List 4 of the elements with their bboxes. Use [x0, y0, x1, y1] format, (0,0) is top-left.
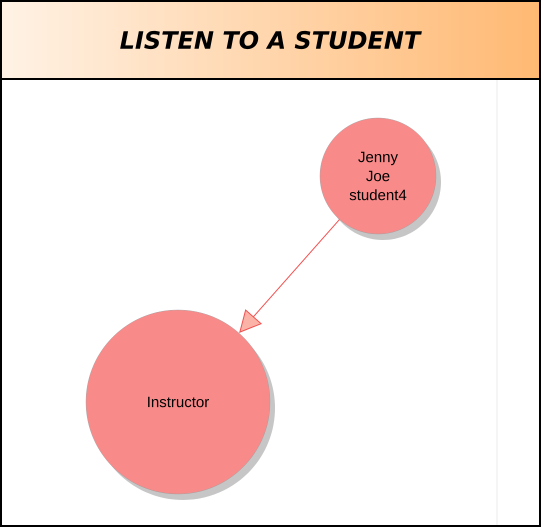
circle-node: Instructor	[86, 310, 275, 500]
circle-node: Jenny Joe student4	[320, 118, 441, 240]
title-bar: LISTEN TO A STUDENT	[0, 0, 541, 80]
arrow	[239, 219, 340, 333]
